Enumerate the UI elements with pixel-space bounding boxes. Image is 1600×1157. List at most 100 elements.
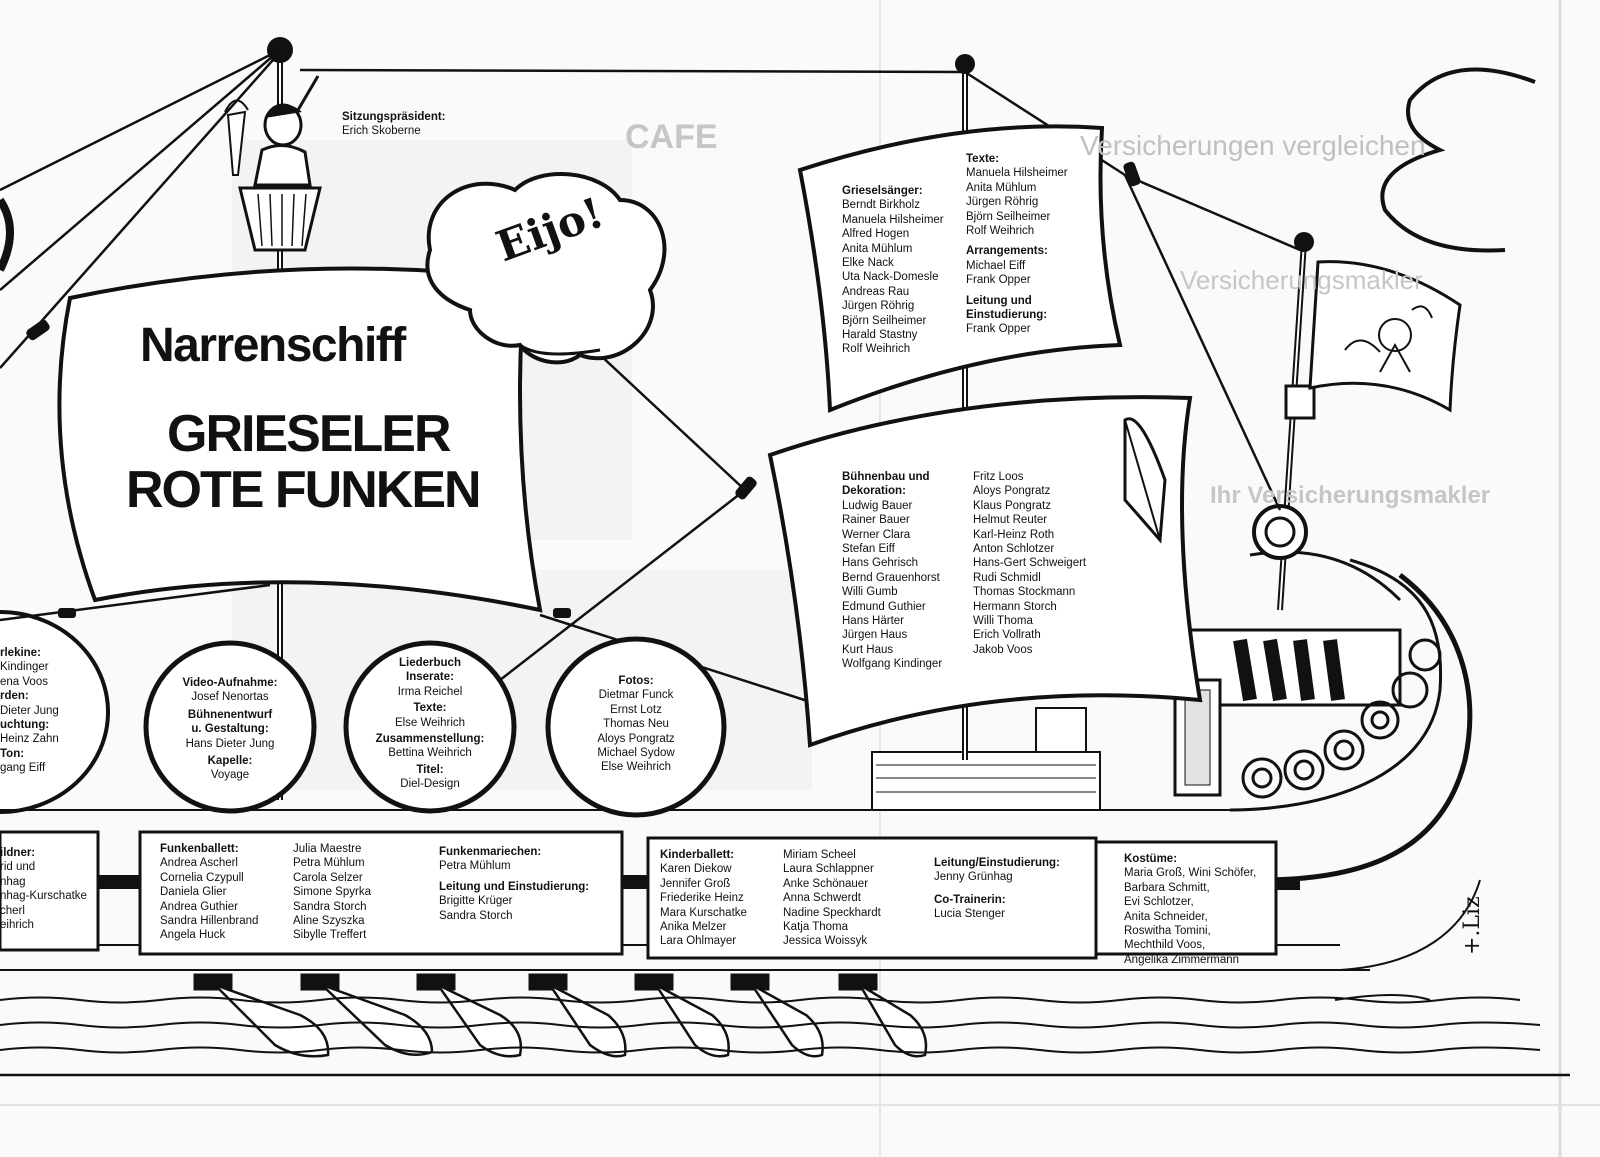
leitung-heading: Leitung und Einstudierung: — [439, 880, 590, 893]
list-item: Simone Spyrka — [293, 886, 371, 899]
list-item: Maria Groß, Wini Schöfer, — [1124, 867, 1257, 880]
list-item: gang Eiff — [0, 762, 46, 775]
list-item: Laura Schlappner — [783, 863, 874, 876]
kinderballett-col2: Miriam Scheel Laura Schlappner Anke Schö… — [783, 848, 881, 949]
bleed-versicherung-3: Ihr Versicherungsmakler — [1210, 482, 1491, 509]
zusammenstellung-heading: Zusammenstellung: — [375, 733, 485, 746]
list-item: Evi Schlotzer, — [1124, 896, 1194, 909]
grieselsaenger-block: Grieselsänger: Berndt Birkholz Manuela H… — [842, 184, 944, 357]
list-item: Roswitha Tomini, — [1124, 925, 1211, 938]
list-item: Barbara Schmitt, — [1124, 881, 1210, 894]
list-item: Anita Mühlum — [966, 181, 1037, 194]
list-item: Werner Clara — [842, 528, 911, 541]
list-item: Hans-Gert Schweigert — [973, 557, 1087, 570]
shield-1-heading: Ton: — [0, 747, 25, 760]
kostueme-heading: Kostüme: — [1124, 853, 1178, 865]
list-item: Anika Melzer — [660, 921, 727, 934]
buehnenbau-block-col2: Fritz Loos Aloys Pongratz Klaus Pongratz… — [973, 470, 1086, 657]
list-item: Bernd Grauenhorst — [842, 571, 940, 584]
video-heading: Video-Aufnahme: — [182, 677, 278, 689]
list-item: Andrea Ascherl — [160, 857, 238, 870]
funkenmariechen-heading: Funkenmariechen: — [439, 846, 542, 858]
list-item: Frank Opper — [966, 274, 1031, 287]
list-item: Aline Szyszka — [293, 915, 365, 928]
list-item: Elke Nack — [842, 257, 894, 270]
sitzung-name: Erich Skoberne — [342, 125, 421, 138]
grieselsaenger-heading: Grieselsänger: — [842, 185, 923, 197]
kinderballett-leitung: Leitung/Einstudierung: Jenny Grünhag Co-… — [934, 856, 1060, 922]
list-item: Jürgen Röhrig — [966, 196, 1039, 209]
list-item: Erich Vollrath — [973, 629, 1041, 642]
title-rote-funken: ROTE FUNKEN — [126, 461, 482, 519]
texte-heading: Texte: — [966, 153, 1000, 165]
list-item: Karen Diekow — [660, 863, 732, 876]
list-item: Anke Schönauer — [783, 877, 869, 890]
einstudierung-heading: Einstudierung: — [966, 309, 1048, 322]
list-item: Sandra Hillenbrand — [160, 915, 259, 928]
sitzung-block: Sitzungspräsident: Erich Skoberne — [342, 110, 446, 139]
shield-3-text: Liederbuch Inserate: Irma Reichel Texte:… — [350, 656, 510, 792]
list-item: Katja Thoma — [783, 921, 848, 934]
list-item: Mara Kurschatke — [660, 906, 747, 919]
gestaltung-heading: u. Gestaltung: — [191, 723, 269, 736]
list-item: cherl — [0, 904, 25, 917]
list-item: Bettina Weihrich — [388, 747, 472, 760]
list-item: Carola Selzer — [293, 871, 363, 884]
leitung-heading: Leitung und — [966, 294, 1032, 307]
co-trainerin-heading: Co-Trainerin: — [934, 893, 1006, 906]
buehnenbau-heading: Bühnenbau und — [842, 471, 930, 483]
list-item: Hans Dieter Jung — [185, 737, 275, 750]
buehnenentwurf-heading: Bühnenentwurf — [187, 708, 273, 721]
list-item: Else Weihrich — [600, 761, 672, 774]
list-item: Jessica Woissyk — [783, 935, 868, 948]
list-item: Fritz Loos — [973, 471, 1024, 483]
list-item: Andreas Rau — [842, 285, 910, 298]
list-item: Björn Seilheimer — [966, 210, 1051, 223]
list-item: Miriam Scheel — [783, 849, 856, 861]
list-item: Anna Schwerdt — [783, 892, 861, 905]
list-item: Irma Reichel — [397, 685, 463, 698]
list-item: Thomas Neu — [603, 718, 669, 731]
list-item: Kurt Haus — [842, 643, 894, 656]
shield-1-text: rlekine: Kindinger ena Voos rden: Dieter… — [0, 646, 59, 776]
dekoration-heading: Dekoration: — [842, 485, 906, 498]
list-item: Angela Huck — [160, 929, 226, 942]
artist-signature: +.Liz — [1460, 896, 1485, 955]
shield-2-text: Video-Aufnahme: Josef Nenortas Bühnenent… — [150, 676, 310, 783]
sitzung-heading: Sitzungspräsident: — [342, 111, 446, 123]
list-item: Willi Gumb — [842, 586, 898, 599]
list-item: Nadine Speckhardt — [783, 906, 881, 919]
list-item: Brigitte Krüger — [439, 895, 513, 908]
list-item: Anton Schlotzer — [973, 543, 1055, 556]
list-item: Jürgen Röhrig — [842, 300, 915, 313]
list-item: nhag — [0, 875, 26, 888]
list-item: Lucia Stenger — [934, 908, 1005, 921]
list-item: Mechthild Voos, — [1124, 939, 1206, 952]
arrangements-heading: Arrangements: — [966, 245, 1048, 258]
kostueme-block: Kostüme: Maria Groß, Wini Schöfer, Barba… — [1124, 852, 1256, 967]
liederbuch-heading: Liederbuch — [399, 657, 461, 669]
list-item: Sandra Storch — [439, 909, 513, 922]
shield-1-heading: rlekine: — [0, 647, 41, 659]
list-item: Uta Nack-Domesle — [842, 271, 939, 284]
list-item: Rolf Weihrich — [842, 343, 911, 356]
texte-block: Texte: Manuela Hilsheimer Anita Mühlum J… — [966, 152, 1068, 337]
list-item: Kindinger — [0, 661, 49, 674]
list-item: Hans Gehrisch — [842, 557, 919, 570]
list-item: Andrea Guthier — [160, 900, 238, 913]
list-item: Aloys Pongratz — [973, 485, 1051, 498]
list-item: Harald Stastny — [842, 329, 918, 342]
list-item: ena Voos — [0, 675, 48, 688]
bleed-versicherung-1: Versicherungen vergleichen — [1080, 130, 1426, 161]
leitung-name: Frank Opper — [966, 323, 1031, 336]
list-item: Hans Härter — [842, 615, 904, 628]
list-item: Voyage — [210, 769, 250, 782]
list-item: Lara Ohlmayer — [660, 935, 737, 948]
list-item: Rudi Schmidl — [973, 571, 1041, 584]
list-item: Manuela Hilsheimer — [842, 213, 944, 226]
list-item: eihrich — [0, 919, 34, 932]
inserate-heading: Inserate: — [406, 671, 454, 684]
funkenballett-heading: Funkenballett: — [160, 843, 239, 855]
list-item: Karl-Heinz Roth — [973, 528, 1055, 541]
